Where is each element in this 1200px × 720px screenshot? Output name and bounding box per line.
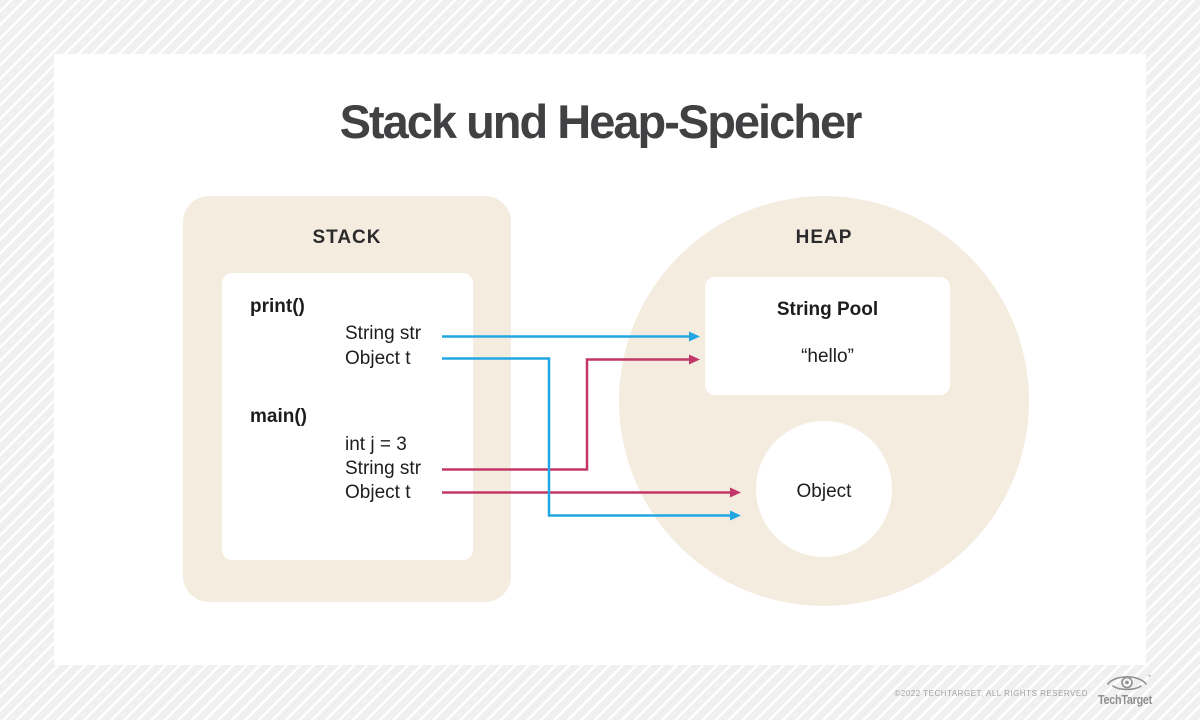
eye-pupil bbox=[1125, 680, 1129, 685]
var-main-string-str: String str bbox=[345, 458, 422, 479]
stack-frame-main: main() bbox=[250, 406, 307, 427]
string-pool-title: String Pool bbox=[776, 299, 879, 320]
techtarget-logo: ™ TechTarget bbox=[1098, 674, 1153, 707]
heap-label: HEAP bbox=[795, 227, 853, 248]
heap-object-circle: Object bbox=[756, 421, 892, 557]
var-print-string-str: String str bbox=[345, 323, 422, 344]
page-title: Stack und Heap-Speicher bbox=[339, 95, 863, 148]
eye-iris bbox=[1121, 676, 1133, 689]
var-print-object-t: Object t bbox=[345, 348, 411, 369]
heap-object-label: Object bbox=[796, 481, 852, 502]
eye-icon bbox=[1107, 676, 1147, 691]
stack-frame-box bbox=[222, 273, 473, 560]
string-pool-value: “hello” bbox=[801, 346, 854, 367]
eye-lower-lid bbox=[1112, 685, 1142, 691]
string-pool-box bbox=[705, 277, 950, 395]
trademark-symbol: ™ bbox=[1147, 674, 1152, 679]
brand-wordmark: TechTarget bbox=[1098, 693, 1153, 707]
stack-label: STACK bbox=[312, 227, 382, 248]
stack-frame-print: print() bbox=[250, 296, 305, 317]
copyright-text: ©2022 TECHTARGET, ALL RIGHTS RESERVED bbox=[894, 689, 1088, 698]
var-main-object-t: Object t bbox=[345, 482, 411, 503]
var-main-int-j: int j = 3 bbox=[345, 434, 407, 455]
